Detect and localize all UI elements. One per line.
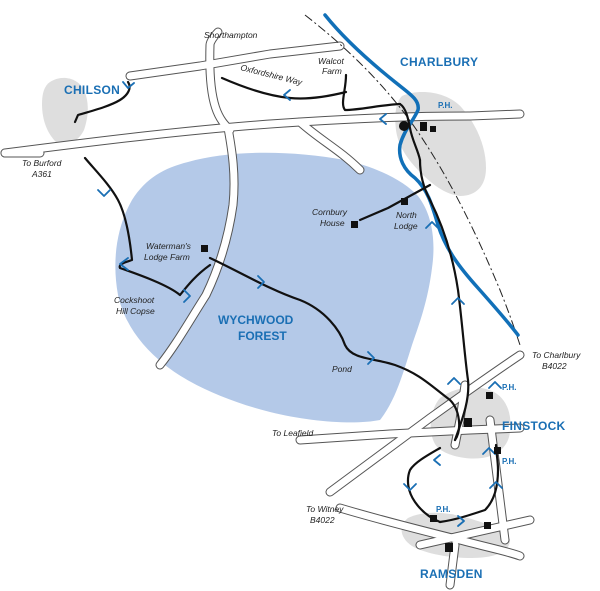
river-evenlode: [323, 13, 520, 337]
arrow-icon: [379, 113, 387, 125]
label-to-witney-2: B4022: [310, 515, 335, 525]
arrow-icon: [489, 481, 503, 489]
label-pub-charlbury: P.H.: [438, 101, 453, 110]
label-to-burford-2: A361: [31, 169, 52, 179]
ramsden-pub-marker: [430, 515, 437, 522]
walking-route: [73, 73, 500, 524]
label-watermans-1: Waterman's: [146, 241, 192, 251]
arrow-icon: [433, 454, 441, 466]
label-to-burford-1: To Burford: [22, 158, 62, 168]
label-finstock: FINSTOCK: [502, 419, 566, 433]
label-pond: Pond: [332, 364, 352, 374]
label-to-charlbury-1: To Charlbury: [532, 350, 581, 360]
label-to-witney-1: To Witney: [306, 504, 344, 514]
label-cornbury-2: House: [320, 218, 345, 228]
label-north-lodge-1: North: [396, 210, 417, 220]
label-forest: FOREST: [238, 329, 287, 343]
finstock-pub-south-marker: [494, 447, 501, 454]
label-charlbury: CHARLBURY: [400, 55, 478, 69]
arrow-icon: [183, 289, 191, 303]
label-cornbury-1: Cornbury: [312, 207, 348, 217]
label-shorthampton: Shorthampton: [204, 30, 258, 40]
arrow-icon: [122, 81, 135, 89]
ramsden-church-marker: [445, 543, 453, 552]
arrow-icon: [403, 483, 417, 491]
label-walcot-1: Walcot: [318, 56, 344, 66]
map-labels: CHARLBURY CHILSON FINSTOCK RAMSDEN WYCHW…: [22, 30, 581, 581]
label-to-leafield: To Leafield: [272, 428, 314, 438]
label-pub-ramsden: P.H.: [436, 505, 451, 514]
label-to-charlbury-2: B4022: [542, 361, 567, 371]
arrow-icon: [451, 297, 465, 305]
charlbury-station-marker: [399, 121, 409, 131]
label-wychwood: WYCHWOOD: [218, 313, 294, 327]
charlbury-church-marker: [420, 122, 427, 131]
watermans-lodge-farm-marker: [201, 245, 208, 252]
label-pub-finstock-south: P.H.: [502, 457, 517, 466]
label-ramsden: RAMSDEN: [420, 567, 483, 581]
buildings: [201, 121, 501, 552]
arrow-icon: [97, 189, 111, 197]
arrow-icon: [457, 515, 465, 527]
finstock-church-marker: [464, 418, 472, 427]
arrow-icon: [257, 275, 265, 289]
arrow-icon: [447, 377, 461, 385]
label-watermans-2: Lodge Farm: [144, 252, 190, 262]
cornbury-house-marker: [351, 221, 358, 228]
label-oxfordshire-way: Oxfordshire Way: [240, 62, 304, 87]
arrow-icon: [283, 89, 291, 101]
arrow-icon: [425, 221, 439, 229]
railway-line: [304, 14, 521, 346]
finstock-pub-north-marker: [486, 392, 493, 399]
label-north-lodge-2: Lodge: [394, 221, 418, 231]
wychwood-forest-area: [115, 152, 434, 423]
label-cockshoot-1: Cockshoot: [114, 295, 155, 305]
charlbury-pub-marker: [430, 126, 436, 132]
arrow-icon: [119, 257, 129, 271]
ramsden-building-marker: [484, 522, 491, 529]
arrow-icon: [367, 351, 375, 365]
label-pub-finstock-north: P.H.: [502, 383, 517, 392]
label-walcot-2: Farm: [322, 66, 342, 76]
road-network: [0, 27, 535, 590]
chilson-village-area: [42, 77, 88, 145]
route-arrows: [97, 81, 503, 527]
label-chilson: CHILSON: [64, 83, 120, 97]
arrow-icon: [488, 381, 502, 389]
north-lodge-marker: [401, 198, 408, 205]
label-cockshoot-2: Hill Copse: [116, 306, 155, 316]
arrow-icon: [482, 447, 496, 455]
